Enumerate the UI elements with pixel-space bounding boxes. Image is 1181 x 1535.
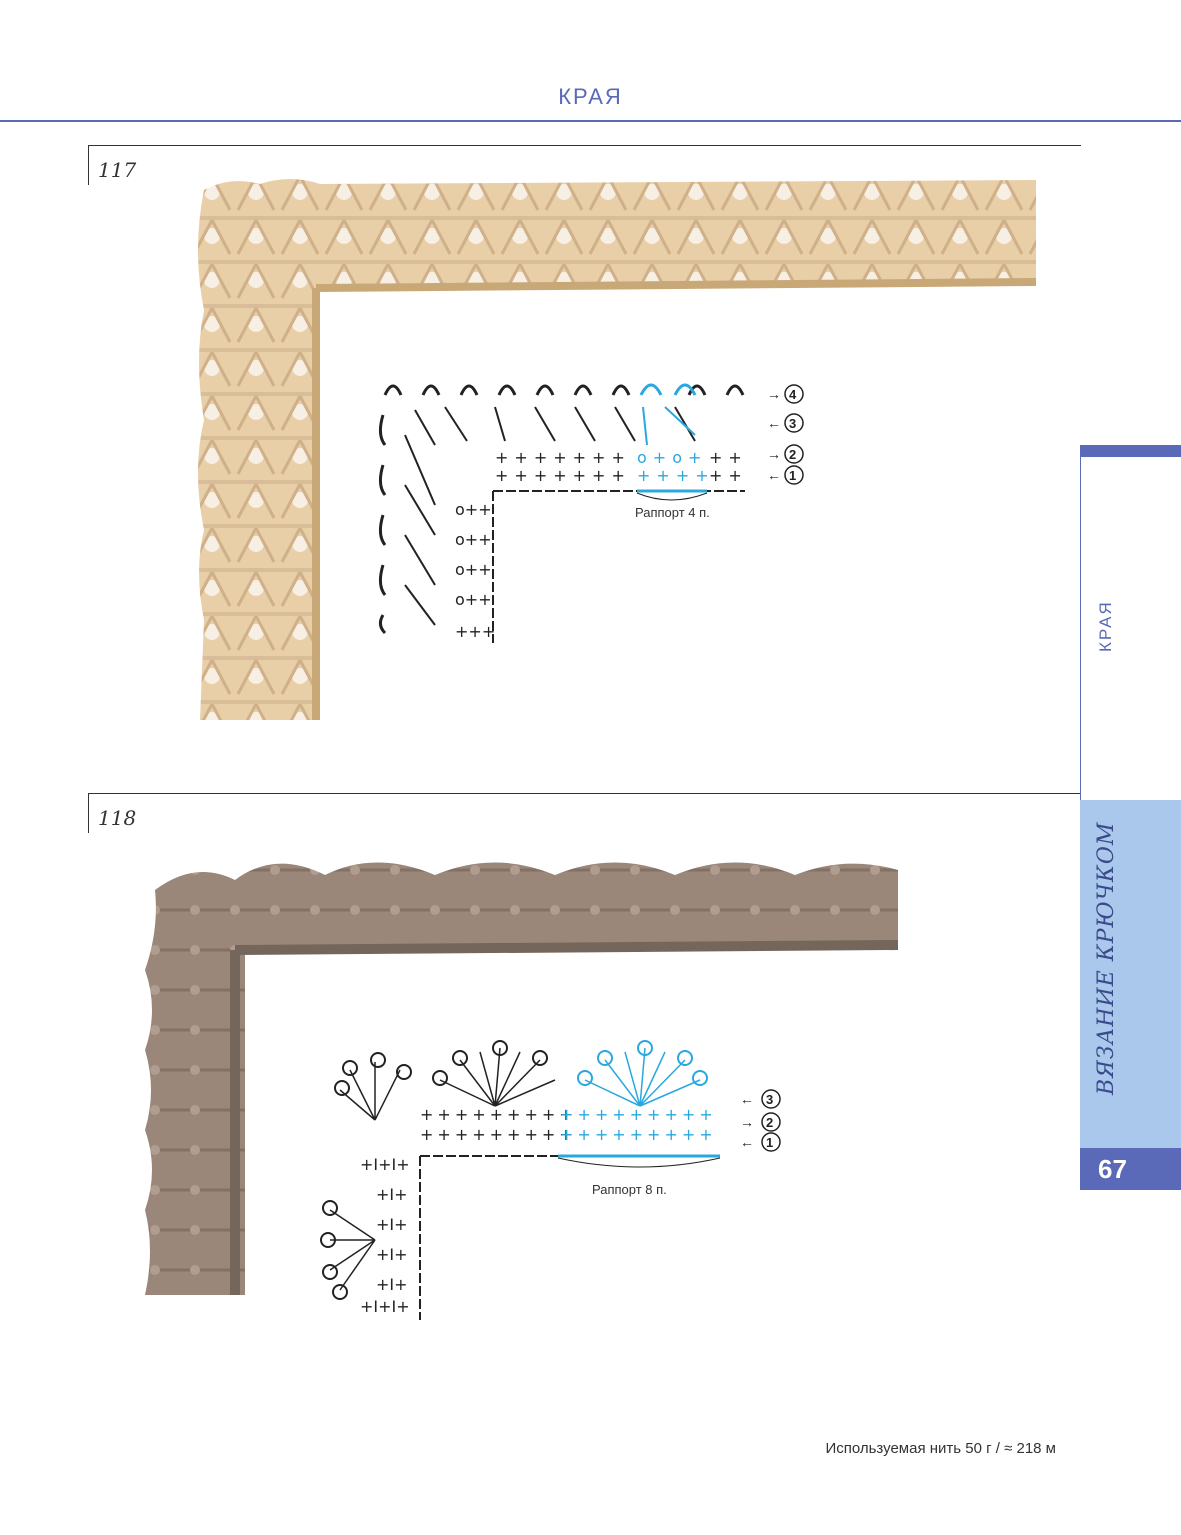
svg-text:o+o+: o+o+ xyxy=(637,448,707,467)
yarn-note: Используемая нить 50 г / ≈ 218 м xyxy=(825,1440,1056,1457)
svg-text:←: ← xyxy=(740,1134,754,1150)
svg-text:+I+: +I+ xyxy=(376,1275,408,1294)
running-head: КРАЯ xyxy=(558,84,623,109)
svg-text:→: → xyxy=(767,446,781,462)
svg-text:←: ← xyxy=(767,415,781,431)
side-tab-section-label: КРАЯ xyxy=(1096,600,1115,652)
svg-text:+I+I+: +I+I+ xyxy=(360,1297,410,1316)
pattern-118-photo xyxy=(145,862,898,1295)
pattern-117-row-marker-4: 4 xyxy=(789,387,797,402)
svg-text:+++++++: +++++++ xyxy=(495,448,631,467)
pattern-117-row-marker-2: 2 xyxy=(789,447,796,462)
pattern-118-number: 118 xyxy=(98,806,137,830)
pattern-117-frame-top xyxy=(88,145,1081,146)
header-rule xyxy=(0,120,1181,122)
svg-text:+++++++++: +++++++++ xyxy=(560,1125,717,1144)
svg-text:←: ← xyxy=(767,467,781,483)
side-tab-book-title: ВЯЗАНИЕ КРЮЧКОМ xyxy=(1094,821,1119,1095)
svg-text:+I+: +I+ xyxy=(376,1215,408,1234)
svg-text:+I+I+: +I+I+ xyxy=(360,1155,410,1174)
svg-text:+I+: +I+ xyxy=(376,1245,408,1264)
svg-text:←: ← xyxy=(740,1091,754,1107)
page-number: 67 xyxy=(1080,1148,1181,1190)
pattern-118-row-marker-2: 2 xyxy=(766,1115,773,1130)
svg-text:++: ++ xyxy=(709,466,748,485)
svg-text:+++++++++: +++++++++ xyxy=(420,1105,577,1124)
svg-text:++: ++ xyxy=(709,448,748,467)
svg-text:+++++++: +++++++ xyxy=(495,466,631,485)
pattern-117-frame-left xyxy=(88,145,89,185)
pattern-118-row-marker-3: 3 xyxy=(766,1092,773,1107)
svg-text:+++++++++: +++++++++ xyxy=(420,1125,577,1144)
pattern-117-photo xyxy=(198,179,1036,720)
svg-text:+++: +++ xyxy=(455,622,495,641)
side-tab-book xyxy=(1080,800,1181,1148)
pattern-117-row-marker-1: 1 xyxy=(789,468,796,483)
pattern-118-chart: +++++++++ +++++++++ +++++++++ +++++++++ … xyxy=(320,1040,781,1320)
svg-text:→: → xyxy=(740,1114,754,1130)
pattern-117-chart: +++++++ ++++ ++ +++++++ o+o+ ++ o++ o++ … xyxy=(378,383,804,643)
pattern-117-repeat-label: Раппорт 4 п. xyxy=(635,505,710,520)
pattern-118-row-marker-1: 1 xyxy=(766,1135,773,1150)
svg-text:+++++++++: +++++++++ xyxy=(560,1105,717,1124)
svg-text:+I+: +I+ xyxy=(376,1185,408,1204)
side-tab-section xyxy=(1080,445,1181,800)
svg-text:o++: o++ xyxy=(455,560,492,579)
pattern-118-frame-top xyxy=(88,793,1081,794)
svg-text:o++: o++ xyxy=(455,590,492,609)
pattern-117-row-marker-3: 3 xyxy=(789,416,796,431)
svg-text:o++: o++ xyxy=(455,530,492,549)
svg-text:→: → xyxy=(767,386,781,402)
pattern-118-repeat-label: Раппорт 8 п. xyxy=(592,1182,667,1197)
pattern-118-frame-left xyxy=(88,793,89,833)
svg-text:++++: ++++ xyxy=(637,466,715,485)
svg-text:o++: o++ xyxy=(455,500,492,519)
pattern-117-number: 117 xyxy=(98,158,137,182)
